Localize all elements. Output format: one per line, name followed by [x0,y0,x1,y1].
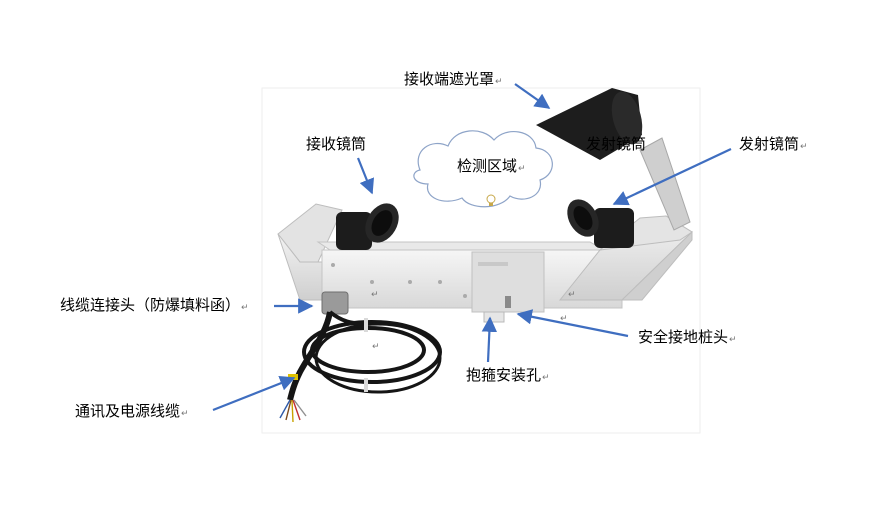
left-lens-tube [336,203,399,250]
label-comm-power-cable: 通讯及电源线缆↵ [75,402,189,420]
label-emitter-tube-outer: 发射镜筒↵ [739,135,808,153]
label-clamp-hole: 抱箍安装孔↵ [466,366,550,384]
label-cable-connector: 线缆连接头（防爆填料函）↵ [60,296,249,314]
label-grounding-post: 安全接地桩头↵ [638,328,737,346]
paragraph-mark: ↵ [560,314,568,324]
nameplate [478,262,508,266]
bulb-icon [486,194,496,206]
arrow-clamp-hole [481,316,498,363]
annotation-arrows [212,83,732,412]
clamp-bracket [483,311,505,323]
arrow-comm-cable [212,375,296,412]
label-receiver-tube: 接收镜筒 [306,135,367,153]
arrow-grounding-post [516,309,629,338]
main-body [316,241,623,313]
label-receiver-hood: 接收端遮光罩↵ [404,70,503,88]
paragraph-mark: ↵ [568,290,576,300]
label-emitter-tube-inner: 发射镜筒 [586,135,647,153]
grounding-post [505,296,511,308]
detection-cloud [413,130,553,208]
arrow-receiver-tube [356,157,375,195]
arrow-receiver-hood [514,83,551,109]
label-detection-zone: 检测区域↵ [457,157,526,175]
arrow-emitter-tube [612,148,732,206]
paragraph-mark: ↵ [372,342,380,352]
photo-frame [261,87,701,434]
left-housing [277,203,343,301]
receiver-hood [536,88,691,231]
cable-assembly [279,291,442,423]
paragraph-mark: ↵ [371,290,379,300]
right-lens-tube [567,199,634,248]
